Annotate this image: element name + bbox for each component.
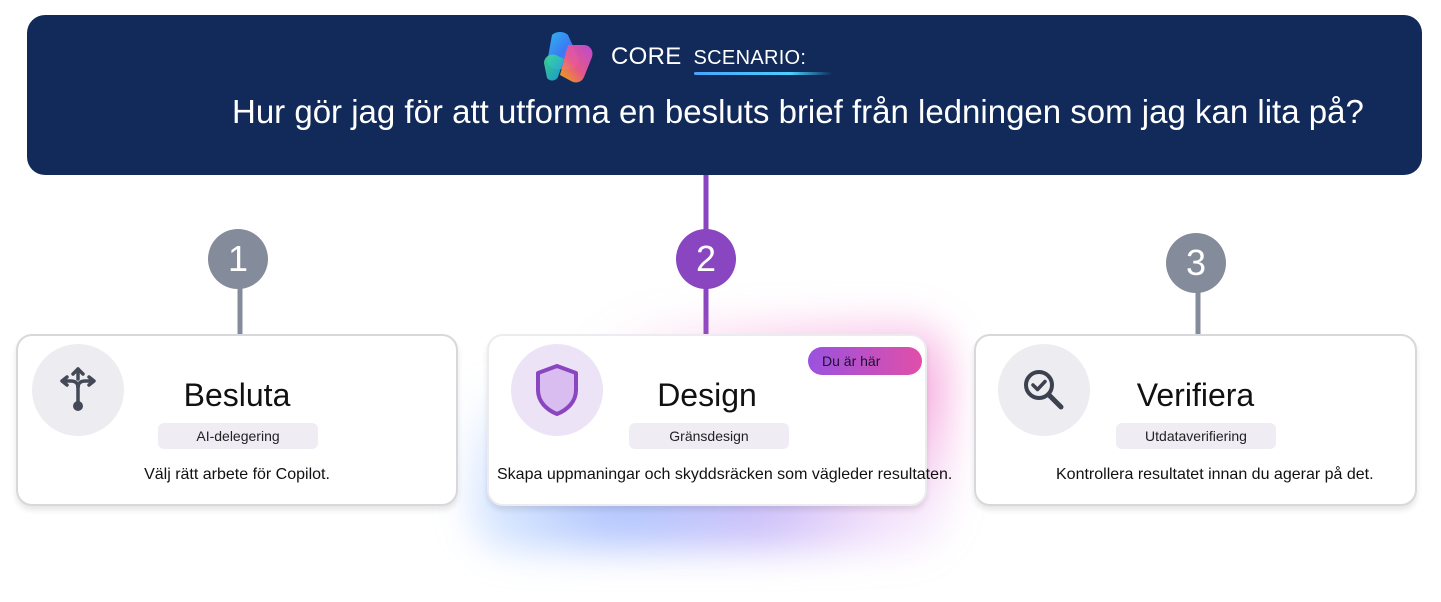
scenario-question: Hur gör jag för att utforma en besluts b… — [232, 93, 1364, 130]
eyebrow-scenario: SCENARIO: — [693, 47, 832, 75]
card-description: Skapa uppmaningar och skyddsräcken som v… — [497, 466, 953, 483]
search-check-icon — [1024, 370, 1064, 410]
step-3-circle: 3 — [1166, 233, 1226, 293]
you-are-here-badge: Du är här — [808, 347, 922, 375]
scenario-eyebrow: CORE SCENARIO: — [611, 43, 832, 75]
card-tag: Utdataverifiering — [1116, 423, 1276, 449]
card-description: Välj rätt arbete för Copilot. — [144, 466, 330, 483]
card-title: Verifiera — [1136, 377, 1255, 413]
step-2-circle: 2 — [676, 229, 736, 289]
card-title: Design — [657, 377, 757, 413]
card-icon-circle — [32, 344, 124, 436]
card-description: Kontrollera resultatet innan du agerar p… — [1056, 466, 1374, 483]
card-icon-circle — [998, 344, 1090, 436]
copilot-logo-icon — [544, 32, 593, 83]
card-verifiera[interactable]: Verifiera Utdataverifiering Kontrollera … — [974, 334, 1417, 506]
card-icon-circle — [511, 344, 603, 436]
card-title: Besluta — [183, 377, 291, 413]
header-banner: CORE SCENARIO: Hur gör jag för att utfor… — [27, 15, 1422, 175]
card-tag: AI-delegering — [158, 423, 318, 449]
card-besluta[interactable]: Besluta AI-delegering Välj rätt arbete f… — [16, 334, 458, 506]
step-1-circle: 1 — [208, 229, 268, 289]
card-design[interactable]: Du är här Design Gränsdesign Skapa uppma… — [487, 334, 952, 506]
split-arrows-icon — [60, 367, 96, 411]
shield-icon — [536, 364, 578, 416]
card-tag: Gränsdesign — [629, 423, 789, 449]
eyebrow-core: CORE — [611, 43, 682, 70]
